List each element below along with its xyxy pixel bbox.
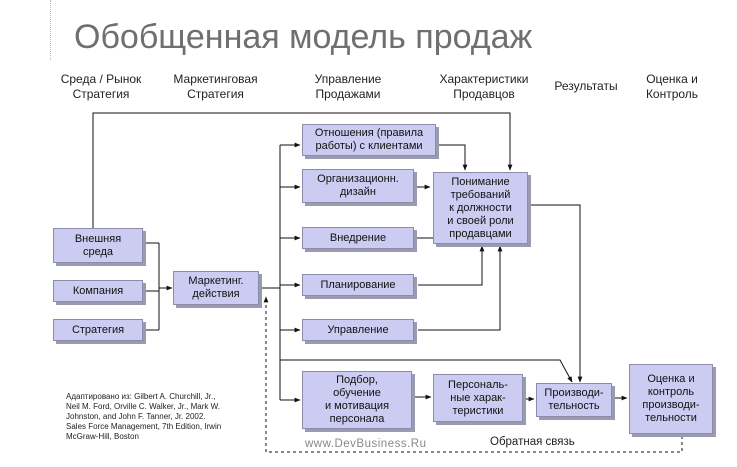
column-header-results: Результаты xyxy=(554,79,618,93)
watermark: www.DevBusiness.Ru xyxy=(305,438,427,450)
box-company: Компания xyxy=(53,280,143,302)
feedback-label: Обратная связь xyxy=(490,436,575,448)
box-role-understanding: Понимание требований к должности и своей… xyxy=(433,172,528,244)
box-planning: Планирование xyxy=(302,274,414,296)
box-management: Управление xyxy=(302,319,414,341)
column-header-market: Среда / Рынок Стратегия xyxy=(60,72,142,101)
diagram-title: Обобщенная модель продаж xyxy=(74,18,533,56)
source-citation: Адаптировано из: Gilbert A. Churchill, J… xyxy=(66,392,222,441)
box-personal-characteristics: Персональ- ные харак- теристики xyxy=(433,374,523,422)
box-external-environment: Внешняя среда xyxy=(53,228,143,263)
decorative-rule xyxy=(50,0,52,60)
box-recruitment-training: Подбор, обучение и мотивация персонала xyxy=(302,371,412,429)
column-header-salespeople: Характеристики Продавцов xyxy=(439,72,529,101)
box-performance-evaluation: Оценка и контроль производи- тельности xyxy=(629,364,713,434)
box-strategy: Стратегия xyxy=(53,319,143,341)
box-implementation: Внедрение xyxy=(302,227,414,249)
box-org-design: Организационн. дизайн xyxy=(302,169,414,203)
box-customer-relations: Отношения (правила работы) с клиентами xyxy=(302,124,436,156)
box-productivity: Производи- тельность xyxy=(536,383,612,417)
column-header-marketing: Маркетинговая Стратегия xyxy=(173,72,258,101)
box-marketing-actions: Маркетинг. действия xyxy=(173,271,259,305)
column-header-sales-management: Управление Продажами xyxy=(314,72,382,101)
column-header-control: Оценка и Контроль xyxy=(645,72,699,101)
